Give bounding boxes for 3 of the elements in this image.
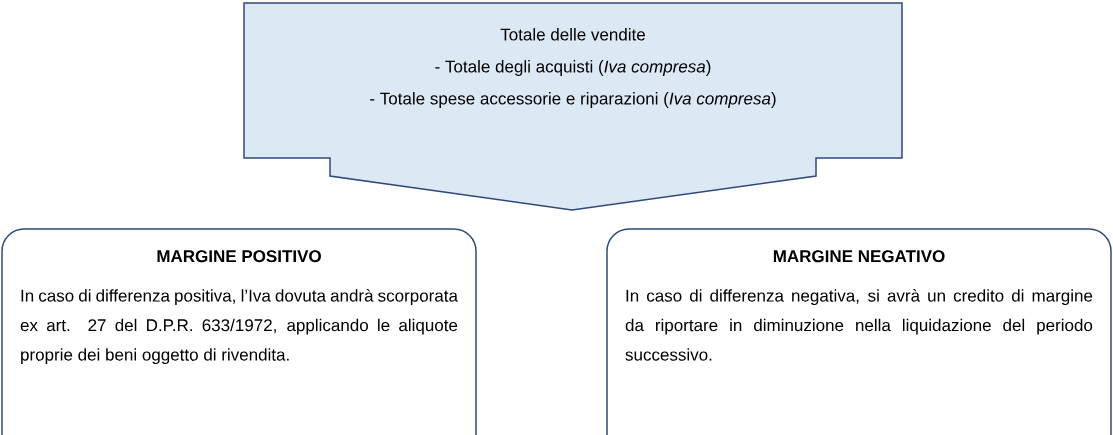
rounded-box: MARGINE NEGATIVO In caso di differenza negativa, si avrà un credito di margine da riportare in diminuzione nella liquidazione del periodo successivo.	[606, 228, 1112, 435]
rounded-box: MARGINE POSITIVO In caso di differenza positiva, l’Iva dovuta andrà scorporata ex art. 27 del D.P.R. 633/1972, applicando le aliquote proprie dei beni oggetto di rivendita.	[1, 228, 477, 435]
arrow-callout: Totale delle vendite - Totale degli acquisti (Iva compresa) - Totale spese accessorie e riparazioni (Iva compresa)	[243, 2, 903, 211]
